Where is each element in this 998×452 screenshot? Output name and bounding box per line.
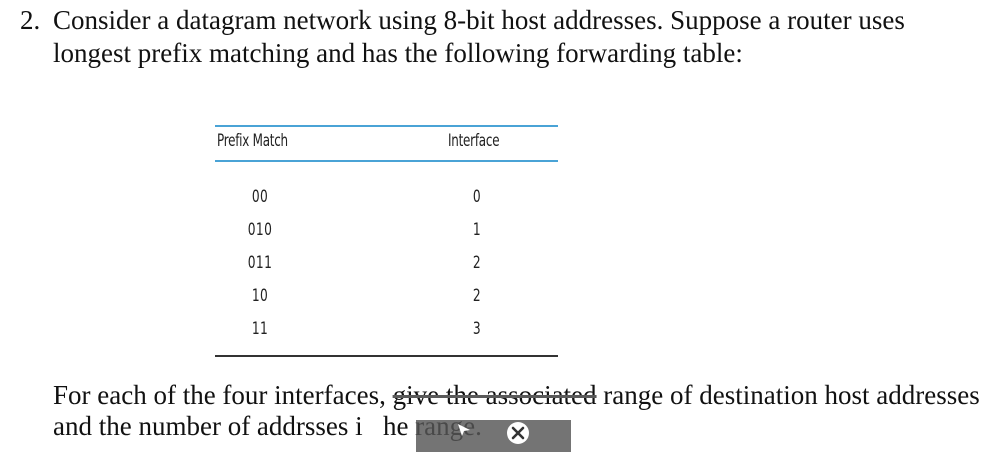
table-row: 10 2 [215,280,558,313]
table-body: 00 0 010 1 011 2 10 2 11 3 [215,181,558,346]
interface-cell: 0 [472,187,482,207]
followup-question: For each of the four interfaces, give th… [53,380,983,442]
interface-cell: 2 [472,253,482,273]
close-icon[interactable] [507,422,529,444]
table-bottom-rule [215,355,558,357]
interface-cell: 2 [472,286,482,306]
table-row: 11 3 [215,313,558,346]
prefix-cell: 00 [251,187,269,207]
forwarding-table: Prefix Match Interface 00 0 010 1 011 2 … [215,125,558,357]
arrow-mark-icon [456,422,472,438]
prefix-cell: 010 [247,220,273,240]
question-number: 2. [20,5,41,35]
prefix-match-header: Prefix Match [217,131,288,151]
question-text: Consider a datagram network using 8-bit … [53,5,905,68]
prefix-cell: 011 [247,253,273,273]
interface-cell: 1 [472,220,482,240]
ad-overlay[interactable] [416,420,571,452]
followup-text-a: For each of the four interfaces, [53,380,393,410]
interface-header: Interface [448,131,500,151]
followup-text-c: sses i [304,411,363,441]
table-header-rule [215,160,558,162]
followup-text-struck: give the associated [392,380,597,410]
followup-text-b: range of destination host addresses and … [53,380,980,441]
followup-text-d: he [382,411,409,441]
prefix-cell: 10 [251,286,269,306]
interface-cell: 3 [472,319,482,339]
table-row: 010 1 [215,214,558,247]
prefix-cell: 11 [251,319,269,339]
table-row: 00 0 [215,181,558,214]
table-top-rule [215,125,558,127]
table-row: 011 2 [215,247,558,280]
